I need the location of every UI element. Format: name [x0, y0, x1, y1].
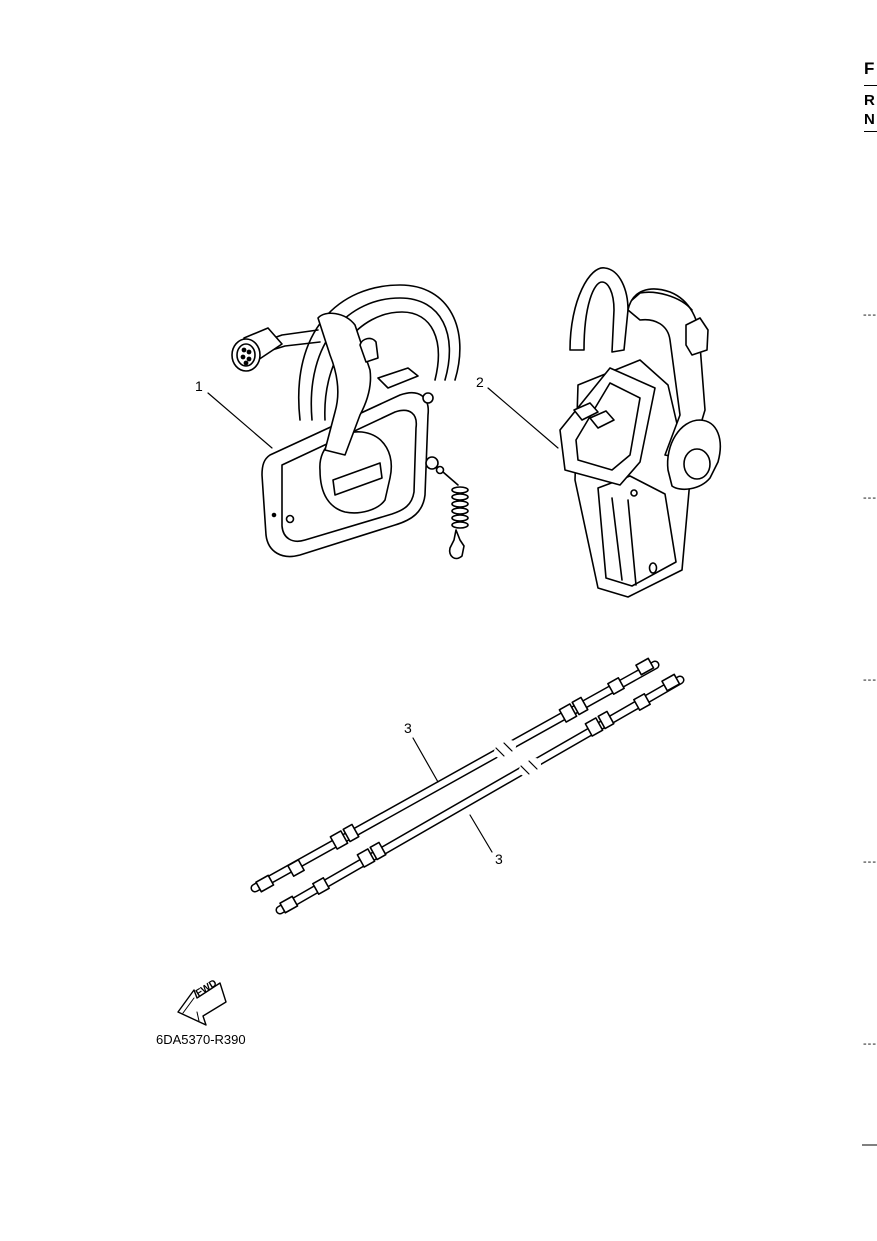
edge-dash: --- — [863, 1038, 877, 1050]
drawing-code: 6DA5370-R390 — [156, 1032, 246, 1047]
remote-control-side-mount — [207, 284, 469, 560]
edge-dash: --- — [863, 492, 877, 504]
wiring-connector — [231, 327, 283, 372]
edge-rule — [864, 85, 877, 86]
callout-2: 2 — [476, 374, 484, 390]
edge-dash: --- — [863, 309, 877, 321]
edge-letter-f: F — [864, 59, 875, 78]
control-cable-upper — [250, 657, 660, 893]
edge-rule — [864, 131, 877, 132]
callout-3-upper: 3 — [404, 720, 412, 736]
lanyard-coil — [448, 486, 469, 560]
callout-3-lower: 3 — [495, 851, 503, 867]
control-cable-lower — [275, 673, 685, 915]
edge-letter-n: N — [864, 111, 875, 128]
edge-bottom-mark: — — [862, 1136, 877, 1153]
edge-dash: --- — [863, 674, 877, 686]
callout-1: 1 — [195, 378, 203, 394]
fwd-arrow-icon — [177, 982, 227, 1026]
edge-letter-r: R — [864, 92, 875, 109]
remote-control-top-mount — [487, 267, 722, 598]
edge-dash: --- — [863, 856, 877, 868]
